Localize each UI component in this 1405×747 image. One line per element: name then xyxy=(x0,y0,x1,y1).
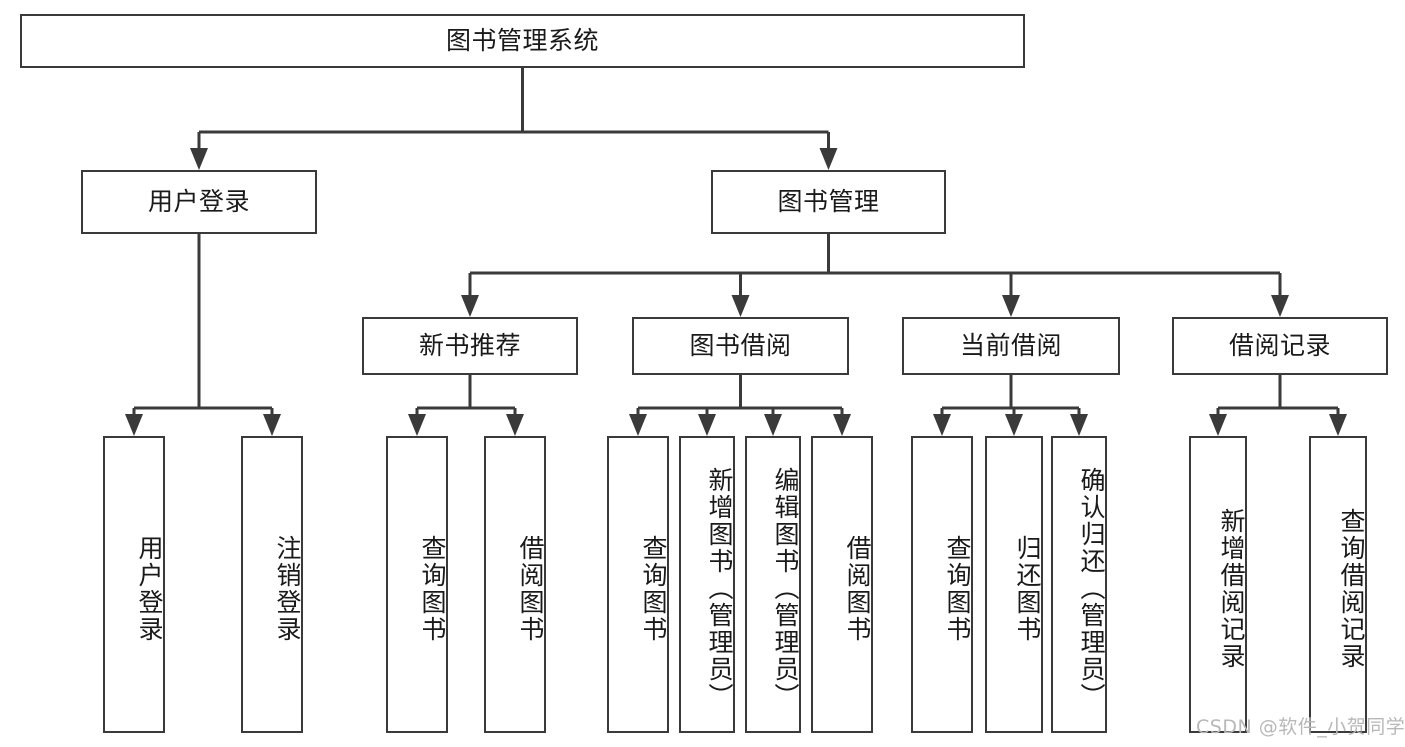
node-label: 借阅记录 xyxy=(1228,331,1331,360)
node-leaf-return-book[interactable]: 归还图书 xyxy=(985,436,1043,733)
node-leaf-query-book-1[interactable]: 查询图书 xyxy=(386,436,448,733)
node-leaf-add-borrow-record[interactable]: 新增借阅记录 xyxy=(1189,436,1247,733)
node-leaf-user-login[interactable]: 用户登录 xyxy=(103,436,165,733)
node-label: 查询图书 xyxy=(639,534,668,643)
node-leaf-borrow-book-1[interactable]: 借阅图书 xyxy=(484,436,546,733)
node-leaf-query-book-3[interactable]: 查询图书 xyxy=(911,436,973,733)
node-leaf-confirm-return-admin[interactable]: 确认归还（管理员） xyxy=(1051,436,1107,733)
node-label: 归还图书 xyxy=(1013,534,1042,643)
node-label: 图书管理 xyxy=(777,187,880,216)
node-leaf-add-book-admin[interactable]: 新增图书（管理员） xyxy=(679,436,735,733)
node-borrow-record[interactable]: 借阅记录 xyxy=(1172,317,1388,375)
node-label: 查询借阅记录 xyxy=(1337,507,1366,670)
node-label: 新增图书（管理员） xyxy=(705,467,734,710)
node-label: 新增借阅记录 xyxy=(1217,507,1246,670)
node-book-borrow[interactable]: 图书借阅 xyxy=(632,317,849,375)
node-label: 用户登录 xyxy=(135,534,164,643)
node-leaf-edit-book-admin[interactable]: 编辑图书（管理员） xyxy=(745,436,801,733)
node-label: 查询图书 xyxy=(943,534,972,643)
node-book-management[interactable]: 图书管理 xyxy=(711,170,946,234)
node-leaf-query-book-2[interactable]: 查询图书 xyxy=(607,436,669,733)
node-label: 借阅图书 xyxy=(843,534,872,643)
node-new-book-recommend[interactable]: 新书推荐 xyxy=(362,317,578,375)
node-leaf-logout-login[interactable]: 注销登录 xyxy=(241,436,303,733)
node-label: 当前借阅 xyxy=(959,331,1062,360)
node-label: 图书管理系统 xyxy=(445,26,599,55)
node-label: 借阅图书 xyxy=(516,534,545,643)
node-label: 用户登录 xyxy=(147,187,250,216)
node-label: 查询图书 xyxy=(418,534,447,643)
node-root-root[interactable]: 图书管理系统 xyxy=(20,14,1025,68)
node-label: 编辑图书（管理员） xyxy=(771,467,800,710)
node-leaf-borrow-book-2[interactable]: 借阅图书 xyxy=(811,436,873,733)
node-user-login[interactable]: 用户登录 xyxy=(81,170,317,234)
node-label: 注销登录 xyxy=(273,534,302,643)
node-leaf-query-borrow-record[interactable]: 查询借阅记录 xyxy=(1309,436,1367,733)
node-label: 新书推荐 xyxy=(418,331,521,360)
node-label: 图书借阅 xyxy=(689,331,792,360)
node-label: 确认归还（管理员） xyxy=(1077,467,1106,710)
node-current-borrow[interactable]: 当前借阅 xyxy=(902,317,1120,375)
